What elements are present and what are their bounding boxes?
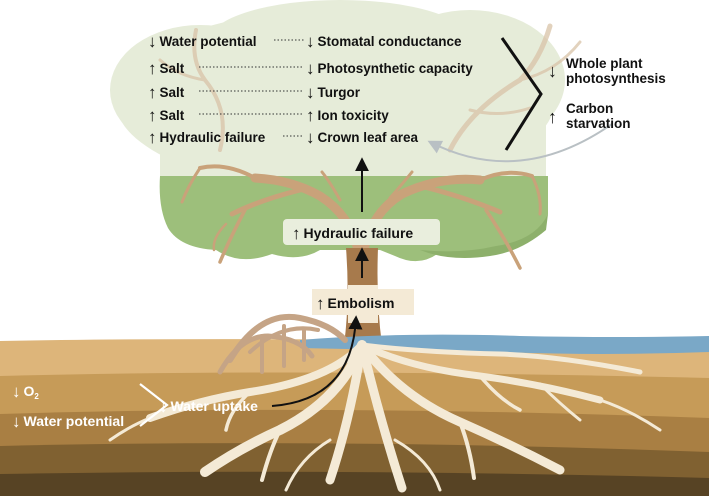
up-arrow-icon: ↑ bbox=[292, 224, 301, 243]
down-arrow-icon: ↓ bbox=[306, 83, 315, 102]
down-arrow-icon: ↓ bbox=[306, 32, 315, 51]
down-arrow-icon: ↓ bbox=[12, 382, 21, 401]
knee-roots bbox=[217, 313, 348, 375]
down-arrow-icon: ↓ bbox=[159, 397, 168, 416]
outcome-photosynthesis-line2: photosynthesis bbox=[566, 71, 666, 86]
canopy-lower bbox=[159, 176, 548, 262]
down-arrow-icon: ↓ bbox=[306, 59, 315, 78]
up-arrow-icon: ↑ bbox=[148, 128, 157, 147]
effect-photosynthetic-capacity: ↓Photosynthetic capacity bbox=[306, 59, 473, 78]
trunk-hydraulic-failure: ↑Hydraulic failure bbox=[292, 224, 414, 243]
outcome-carbon-line1: Carbon bbox=[566, 101, 614, 116]
roots bbox=[108, 340, 662, 493]
down-arrow-icon: ↓ bbox=[306, 128, 315, 147]
trunk-embolism: ↑Embolism bbox=[316, 294, 395, 313]
hydraulic-failure-box bbox=[283, 219, 440, 245]
cause-salt-2: ↑Salt bbox=[148, 83, 185, 102]
soil-layers bbox=[0, 339, 709, 496]
dotted-connectors bbox=[199, 39, 304, 137]
up-arrow-icon: ↑ bbox=[148, 106, 157, 125]
down-arrow-icon: ↓ bbox=[12, 412, 21, 431]
cause-salt-1: ↑Salt bbox=[148, 59, 185, 78]
effect-stomatal-conductance: ↓Stomatal conductance bbox=[306, 32, 462, 51]
cause-salt-3: ↑Salt bbox=[148, 106, 185, 125]
outcome-carbon-line2: starvation bbox=[566, 116, 631, 131]
outcome-carbon-arrow: ↑ bbox=[548, 107, 557, 127]
effect-turgor: ↓Turgor bbox=[306, 83, 360, 102]
outcome-photosynthesis-arrow: ↓ bbox=[548, 61, 557, 81]
soil-water-potential: ↓Water potential bbox=[12, 412, 125, 431]
up-arrow-icon: ↑ bbox=[148, 83, 157, 102]
outcome-photosynthesis-line1: Whole plant bbox=[566, 56, 643, 71]
canopy-upper bbox=[110, 0, 565, 190]
cause-hydraulic-failure: ↑Hydraulic failure bbox=[148, 128, 266, 147]
up-arrow-icon: ↑ bbox=[148, 59, 157, 78]
cause-water-potential: ↓Water potential bbox=[148, 32, 257, 51]
effect-ion-toxicity: ↑Ion toxicity bbox=[306, 106, 389, 125]
effects-bracket bbox=[500, 37, 543, 151]
down-arrow-icon: ↓ bbox=[148, 32, 157, 51]
soil-water-uptake: ↓Water uptake bbox=[159, 397, 258, 416]
embolism-box bbox=[312, 289, 414, 315]
soil-bracket bbox=[139, 383, 169, 427]
carbon-feedback-arrow bbox=[427, 123, 613, 163]
soil-o2: ↓O2 bbox=[12, 382, 39, 401]
uptake-arrow bbox=[271, 315, 363, 407]
upper-branches bbox=[158, 23, 582, 153]
effect-crown-leaf-area: ↓Crown leaf area bbox=[306, 128, 419, 147]
up-arrow-icon: ↑ bbox=[306, 106, 315, 125]
up-arrow-icon: ↑ bbox=[316, 294, 325, 313]
